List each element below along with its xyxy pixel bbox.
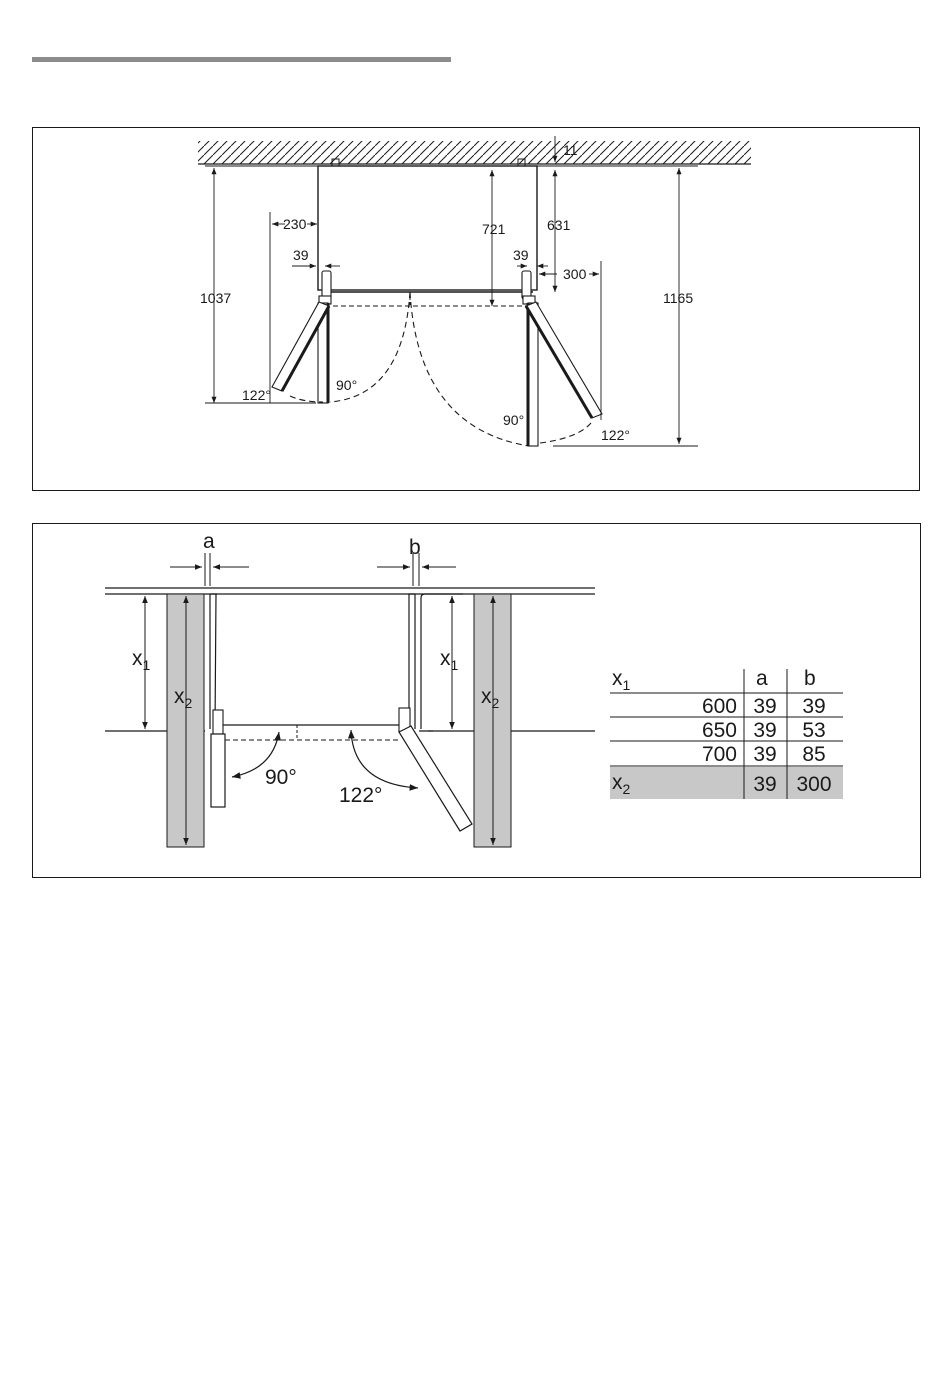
label-a: a xyxy=(203,530,215,553)
table-row-b: 53 xyxy=(802,719,825,742)
table-row-a: 39 xyxy=(753,695,776,718)
angle-122-label: 122° xyxy=(339,784,382,807)
right-door-open-positions xyxy=(526,302,602,446)
angle-left-wide: 122° xyxy=(242,387,271,403)
appliance-outline xyxy=(210,594,474,740)
door-swing-dimension-svg: 11 230 721 631 39 39 300 1037 1165 122° … xyxy=(33,128,919,490)
angle-90-label: 90° xyxy=(265,766,297,789)
swing-arcs xyxy=(232,730,418,788)
table-row-b: 85 xyxy=(802,743,825,766)
left-door-open-positions xyxy=(272,302,329,403)
table-row-a: 39 xyxy=(753,743,776,766)
clearance-table: x1 a b 600 39 39 650 39 53 700 39 85 x2 … xyxy=(610,667,843,799)
table-header-x1: x1 xyxy=(612,667,631,693)
dim-hinge-right: 39 xyxy=(513,247,529,263)
table-x2-a: 39 xyxy=(753,773,776,796)
dim-clearance-right: 300 xyxy=(563,266,587,282)
door-swing-dimension-diagram: 11 230 721 631 39 39 300 1037 1165 122° … xyxy=(32,127,920,491)
section-header-rule xyxy=(32,57,451,62)
hinges xyxy=(213,708,410,734)
label-x1-left: x1 xyxy=(132,647,151,673)
table-row-x1: 650 xyxy=(702,719,737,742)
dim-gap-top: 11 xyxy=(563,142,578,158)
dim-hinge-depth-left: 230 xyxy=(283,216,307,232)
table-x2-b: 300 xyxy=(796,773,831,796)
table-row-x1: 600 xyxy=(702,695,737,718)
label-x1-right: x1 xyxy=(440,647,459,673)
wall-hatching xyxy=(198,141,751,164)
angle-right-wide: 122° xyxy=(601,427,630,443)
angle-right-90: 90° xyxy=(503,412,524,428)
table-row-x1: 700 xyxy=(702,743,737,766)
door-swing-arcs xyxy=(290,292,591,446)
dim-total-right: 1165 xyxy=(663,290,693,306)
table-header-a: a xyxy=(756,667,768,690)
dim-hinge-left: 39 xyxy=(293,247,309,263)
table-row-a: 39 xyxy=(753,719,776,742)
niche-clearance-svg: a b x1 x2 x1 x2 90° 122° x1 a b 600 39 3… xyxy=(33,524,920,877)
label-b: b xyxy=(409,536,421,559)
dim-body-depth: 721 xyxy=(482,221,506,237)
dim-total-left: 1037 xyxy=(200,290,231,306)
open-doors xyxy=(211,726,472,831)
table-header-b: b xyxy=(804,667,816,690)
dim-side-depth: 631 xyxy=(547,217,571,233)
table-row-b: 39 xyxy=(802,695,825,718)
angle-left-90: 90° xyxy=(336,377,357,393)
niche-clearance-diagram: a b x1 x2 x1 x2 90° 122° x1 a b 600 39 3… xyxy=(32,523,921,878)
